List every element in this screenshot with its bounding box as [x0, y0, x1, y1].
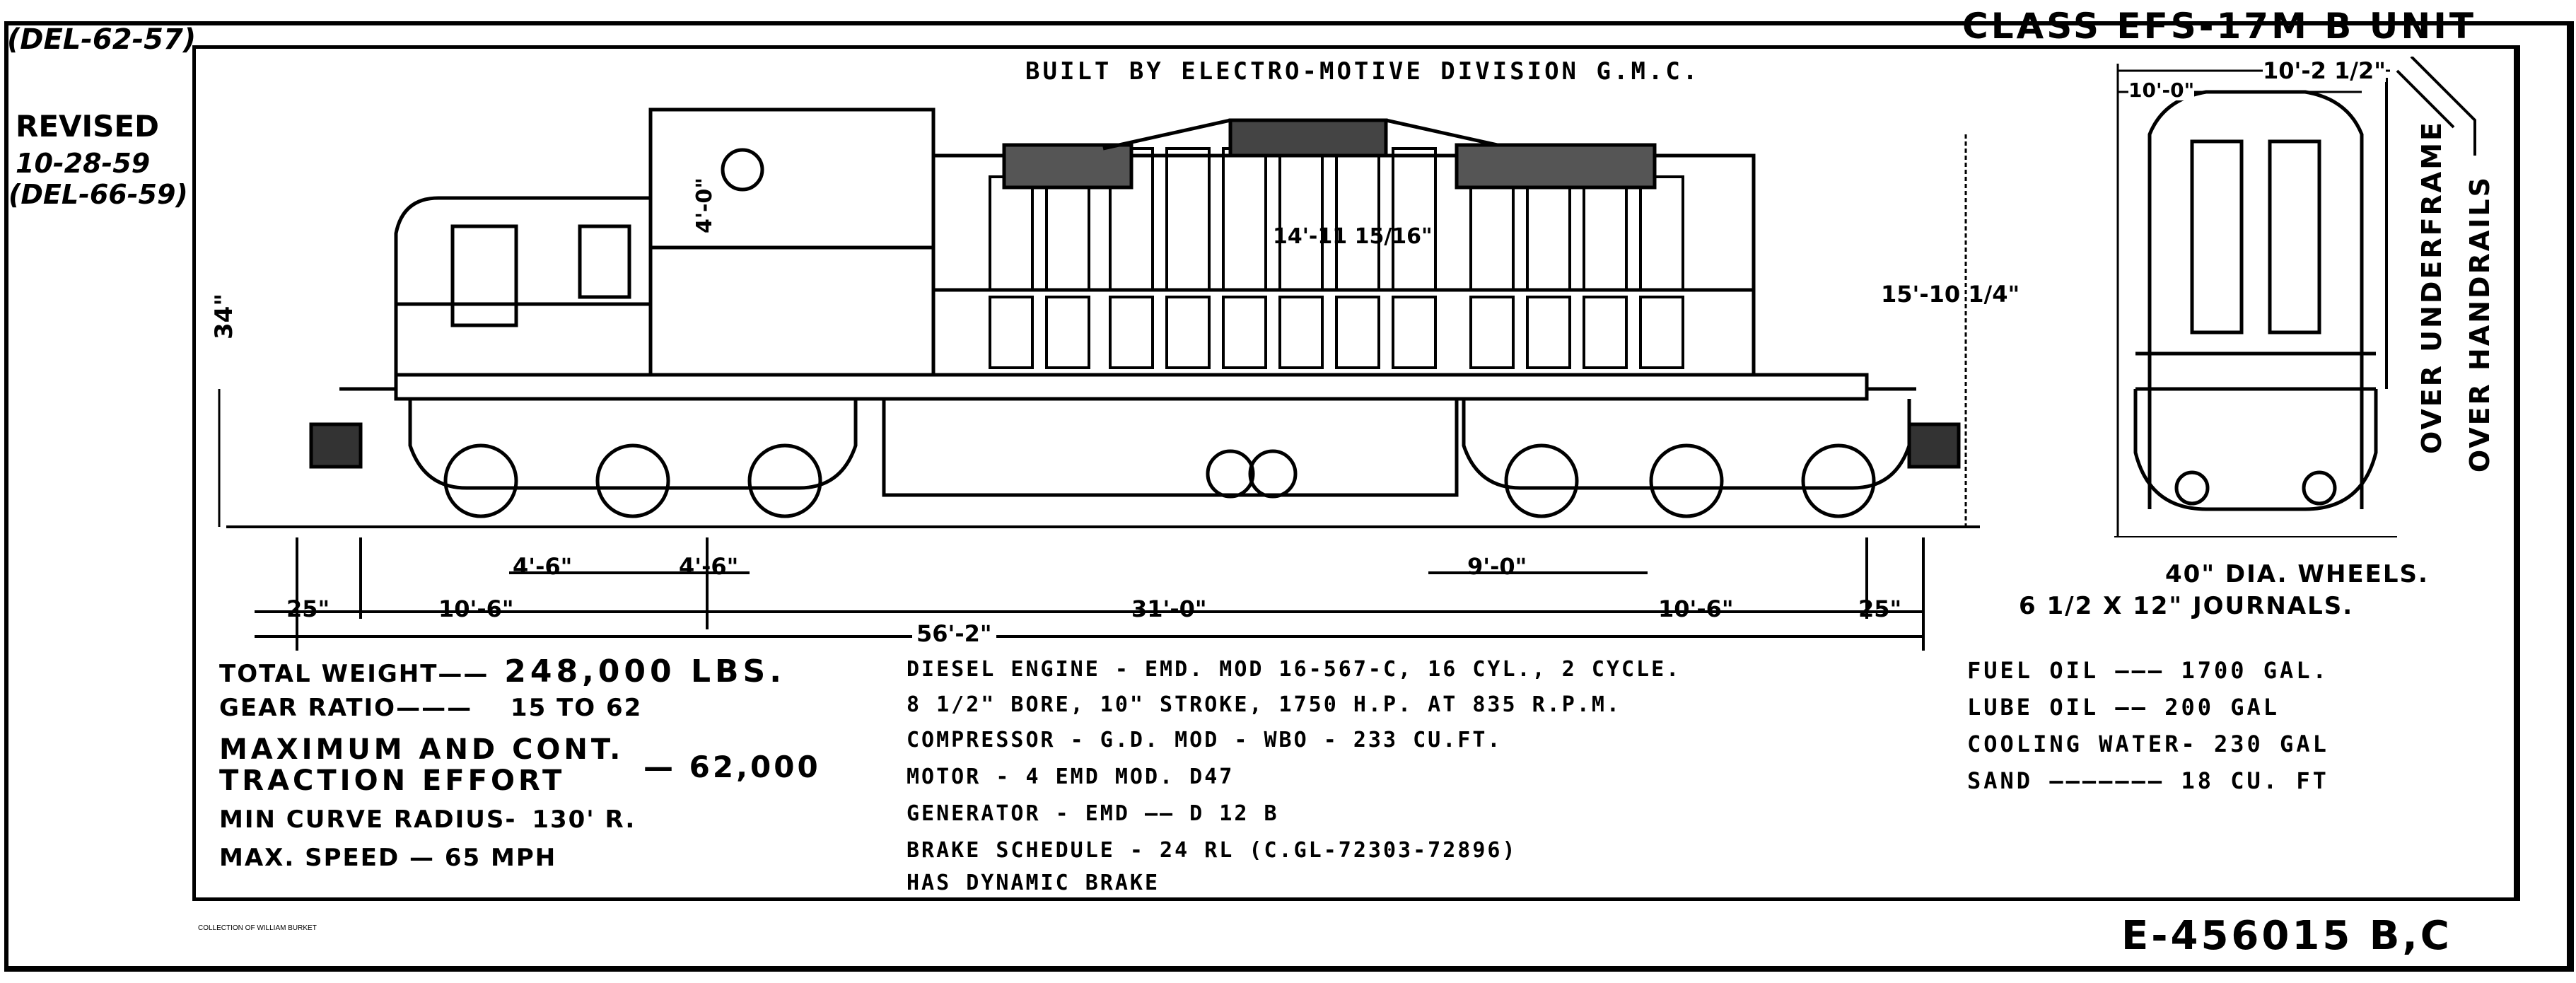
- right-overhang-dim: 25": [1858, 595, 1902, 622]
- truck-centers-dim: 31'-0": [1131, 595, 1207, 622]
- collection-credit: COLLECTION OF WILLIAM BURKET: [198, 924, 317, 932]
- revised-label: REVISED: [16, 109, 159, 144]
- revision-ref-top: (DEL-62-57): [7, 23, 197, 56]
- truck-axle-1-dim: 4'-6": [513, 553, 573, 580]
- spec-fuel-oil: FUEL OIL ——— 1700 GAL.: [1967, 657, 2329, 684]
- right-end-to-truck-dim: 10'-6": [1658, 595, 1734, 622]
- rear-truck-wheelbase-dim: 9'-0": [1467, 553, 1527, 580]
- over-handrails-label: OVER HANDRAILS: [2464, 175, 2495, 473]
- spec-traction-label-1: MAXIMUM AND CONT.: [219, 733, 624, 766]
- spec-cooling-water: COOLING WATER- 230 GAL: [1967, 731, 2329, 757]
- wheel-diameter-note: 40" DIA. WHEELS.: [2165, 560, 2429, 588]
- spec-brake-schedule: BRAKE SCHEDULE - 24 RL (C.GL-72303-72896…: [907, 838, 1517, 863]
- locomotive-end-view: [2114, 64, 2397, 537]
- spec-compressor: COMPRESSOR - G.D. MOD - WBO - 233 CU.FT.: [907, 728, 1503, 752]
- spec-traction-value: — 62,000: [643, 750, 821, 784]
- width-over-underframe-dim: 10'-0": [2128, 78, 2195, 102]
- body-height-dim: 14'-11 15/16": [1273, 224, 1433, 249]
- spec-dynamic-brake: HAS DYNAMIC BRAKE: [907, 871, 1160, 895]
- width-over-handrails-dim: 10'-2 1/2": [2263, 57, 2386, 84]
- builder-title: BUILT BY ELECTRO-MOTIVE DIVISION G.M.C.: [1025, 57, 1701, 86]
- left-end-to-truck-dim: 10'-6": [438, 595, 514, 622]
- spec-sand: SAND ——————— 18 CU. FT: [1967, 767, 2329, 794]
- spec-traction-label-2: TRACTION EFFORT: [219, 764, 566, 797]
- spec-bore-stroke: 8 1/2" BORE, 10" STROKE, 1750 H.P. AT 83…: [907, 692, 1621, 717]
- spec-generator: GENERATOR - EMD —— D 12 B: [907, 801, 1279, 826]
- class-title: CLASS EFS-17M B UNIT: [1962, 6, 2476, 47]
- spec-lube-oil: LUBE OIL —— 200 GAL: [1967, 694, 2280, 721]
- drawing-border: [192, 45, 2520, 901]
- locomotive-side-view: [218, 107, 1980, 528]
- cab-height-dim: 4'-0": [692, 177, 717, 233]
- outer-border: [4, 21, 2574, 972]
- drawing-number: E-456015 B,C: [2121, 913, 2452, 959]
- revised-date: 10-28-59: [16, 148, 151, 179]
- journal-size-note: 6 1/2 X 12" JOURNALS.: [2019, 592, 2354, 620]
- spec-gear-ratio: GEAR RATIO——— 15 TO 62: [219, 694, 643, 722]
- leader-lines: [2396, 57, 2476, 156]
- overall-height-dim: 15'-10 1/4": [1881, 281, 2020, 308]
- spec-diesel-engine: DIESEL ENGINE - EMD. MOD 16-567-C, 16 CY…: [907, 657, 1682, 682]
- spec-min-curve-radius: MIN CURVE RADIUS- 130' R.: [219, 805, 636, 834]
- spec-motor: MOTOR - 4 EMD MOD. D47: [907, 764, 1235, 789]
- truck-axle-2-dim: 4'-6": [679, 553, 739, 580]
- revised-ref: (DEL-66-59): [8, 179, 188, 210]
- left-overhang-dim: 25": [286, 595, 330, 622]
- coupler-height-dim: 34": [210, 293, 238, 339]
- spec-max-speed: MAX. SPEED — 65 MPH: [219, 844, 557, 872]
- spec-total-weight: TOTAL WEIGHT—— 248,000 LBS.: [219, 653, 786, 690]
- length-dimension-lines: [255, 537, 1925, 651]
- overall-length-dim: 56'-2": [912, 622, 996, 645]
